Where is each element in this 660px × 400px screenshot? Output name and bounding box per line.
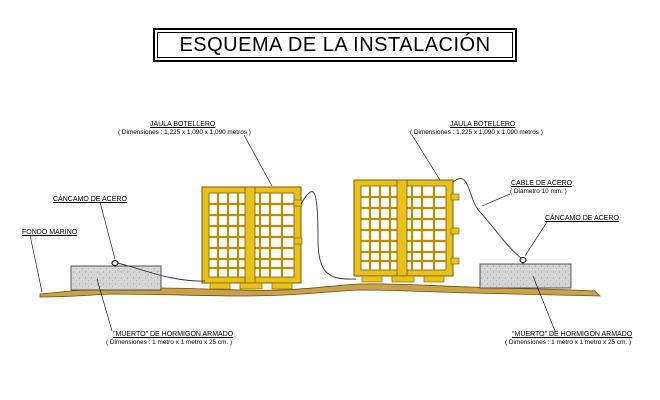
label-muerto-left-dims: ( Dimensiones : 1 metro x 1 metro x 25 c…: [106, 339, 233, 346]
cage-left: [201, 186, 303, 290]
label-muerto-right-dims: ( Dimensiones : 1 metro x 1 metro x 25 c…: [505, 339, 632, 346]
cable-between-cages: [300, 191, 357, 280]
steel-cables: [116, 178, 522, 282]
label-jaula-left-dims: ( Dimensiones : 1,225 x 1,090 x 1,090 me…: [118, 129, 251, 136]
label-muerto-left-title: "MUERTO" DE HORMIGÓN ARMADO: [113, 331, 234, 338]
cable-right-cage-to-block: [452, 178, 522, 259]
label-cancamo-right: CÁNCAMO DE ACERO: [545, 215, 619, 222]
concrete-block-right: [479, 263, 572, 289]
title-frame: ESQUEMA DE LA INSTALACIÓN: [153, 28, 517, 62]
label-muerto-right-title: "MUERTO" DE HORMIGÓN ARMADO: [512, 331, 633, 338]
leader-lines: [29, 134, 556, 332]
eye-bolt-right: [519, 257, 527, 264]
label-fondo-marino: FONDO MARINO: [22, 229, 78, 236]
concrete-block-left: [70, 265, 162, 291]
seabed: [39, 283, 601, 298]
label-jaula-right-dims: ( Dimensiones : 1,225 x 1,090 x 1,090 me…: [410, 129, 543, 136]
label-cable-dims: ( Diámetro 10 mm. ): [510, 188, 567, 195]
label-cable-title: CABLE DE ACERO: [511, 180, 573, 187]
cable-left-block-to-cage: [116, 262, 206, 282]
label-cancamo-left: CÁNCAMO DE ACERO: [53, 196, 127, 203]
diagram-title: ESQUEMA DE LA INSTALACIÓN: [179, 33, 491, 56]
label-jaula-left-title: JAULA BOTELLERO: [150, 121, 216, 128]
label-jaula-right-title: JAULA BOTELLERO: [450, 121, 516, 128]
cage-right: [353, 179, 460, 283]
